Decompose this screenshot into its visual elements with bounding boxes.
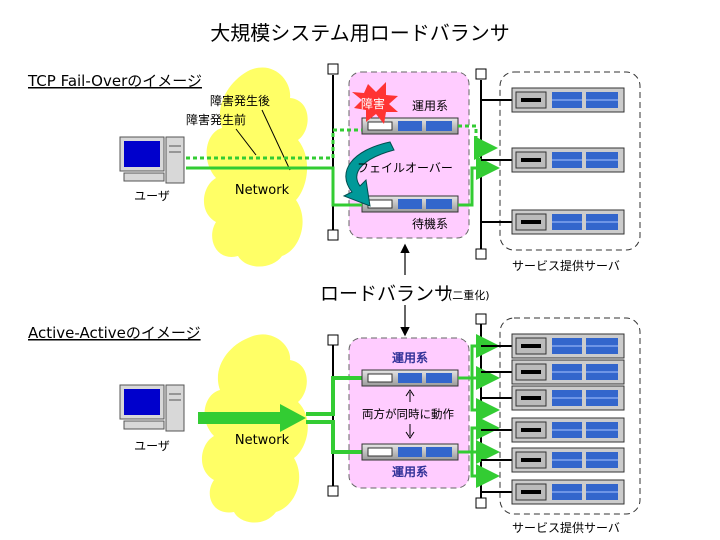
computer-icon (119, 136, 185, 184)
failure-badge: 障害 (361, 96, 385, 111)
server-rack-icon (511, 417, 625, 443)
flow-before-failure-out (458, 124, 498, 160)
active-label-bottom-1: 運用系 (392, 350, 428, 365)
flow-to-active-1 (306, 376, 362, 416)
big-flow-arrow (198, 404, 306, 432)
server-rack-icon (511, 333, 625, 359)
user-label-bottom: ユーザ (134, 439, 170, 453)
bus-cap (475, 497, 487, 509)
lb-duplex-note: (二重化) (448, 288, 490, 302)
lb-main-label: ロードバランサ (320, 283, 453, 305)
both-active-label: 両方が同時に動作 (362, 407, 454, 421)
network-cloud-bottom (201, 334, 308, 523)
flow-after-failure-out (458, 156, 500, 207)
sync-arrowhead-up (405, 389, 415, 397)
server-zone-bottom (499, 317, 641, 515)
bus-cap (327, 63, 339, 75)
server-rack-icon (511, 359, 625, 385)
before-failure-label: 障害発生前 (186, 112, 246, 127)
network-label-bottom: Network (235, 433, 290, 448)
server-rack-icon (511, 479, 625, 505)
page-title: 大規模システム用ロードバランサ (210, 21, 509, 45)
load-balancer-icon (361, 369, 459, 387)
user-label-top: ユーザ (134, 189, 170, 203)
load-balancer-icon (361, 443, 459, 461)
before-failure-pointer (235, 128, 257, 156)
bus-cap (475, 248, 487, 260)
active-label-top: 運用系 (412, 99, 448, 113)
network-label-top: Network (235, 183, 290, 198)
computer-icon (119, 384, 185, 432)
servers-label-top: サービス提供サーバ (512, 258, 620, 273)
flow-after-failure (186, 166, 362, 207)
bottom-heading: Active-Activeのイメージ (28, 324, 201, 342)
top-heading: TCP Fail-Overのイメージ (27, 72, 202, 90)
active-label-bottom-2: 運用系 (392, 464, 428, 479)
standby-label-top: 待機系 (412, 216, 448, 231)
server-rack-icon (511, 87, 625, 113)
servers-label-bottom: サービス提供サーバ (512, 520, 620, 535)
failover-arrow (342, 141, 395, 207)
server-rack-icon (511, 447, 625, 473)
server-rack-icon (511, 209, 625, 235)
flow-out (458, 450, 500, 488)
bus-cap (475, 68, 487, 80)
after-failure-pointer (261, 109, 291, 171)
bus-cap (327, 229, 339, 241)
load-balancer-icon (361, 117, 459, 135)
flow-before-failure (186, 128, 362, 160)
sync-arrowhead-down (405, 431, 415, 439)
server-rack-icon (511, 147, 625, 173)
explosion-icon (352, 82, 398, 124)
flow-to-active-2 (306, 420, 362, 454)
bus-cap (327, 334, 339, 346)
bus-cap (475, 313, 487, 325)
flow-out (458, 376, 500, 422)
after-failure-label: 障害発生後 (210, 93, 270, 108)
bus-cap (327, 485, 339, 497)
load-balancer-icon (361, 195, 459, 213)
failover-label: フェイルオーバー (357, 161, 453, 175)
server-rack-icon (511, 385, 625, 411)
